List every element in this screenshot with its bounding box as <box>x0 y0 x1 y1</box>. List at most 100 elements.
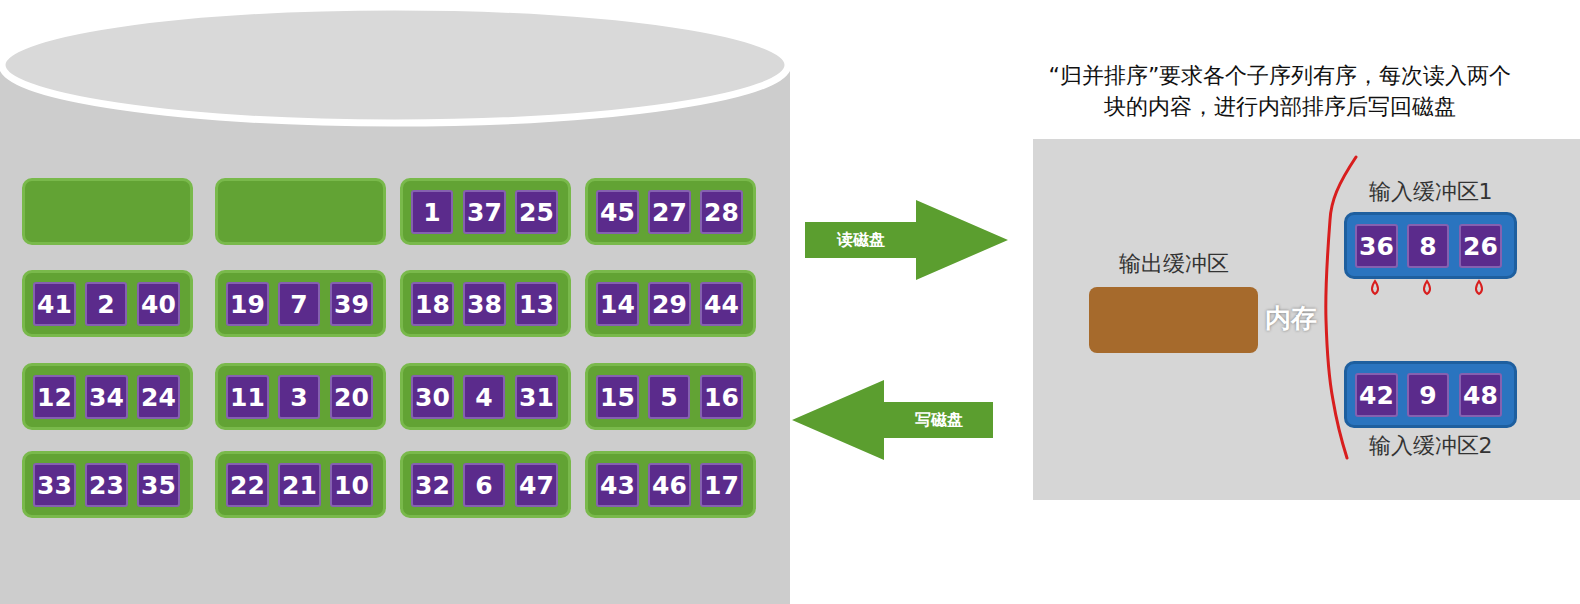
record-cell: 43 <box>596 463 639 507</box>
disk-block: 123424 <box>22 363 193 430</box>
cylinder-body <box>0 65 790 604</box>
number-text: 14 <box>600 292 635 317</box>
record-cell: 26 <box>1459 224 1502 268</box>
record-cell: 40 <box>137 282 180 326</box>
number-text: 5 <box>660 385 677 410</box>
output-buffer: 输出缓冲区 <box>1089 287 1258 353</box>
buffer-label: 输入缓冲区2 <box>1327 433 1534 459</box>
record-cell: 37 <box>463 190 506 234</box>
number-text: 13 <box>519 292 554 317</box>
number-text: 44 <box>704 292 739 317</box>
disk-block: 33 23 35 <box>22 451 193 518</box>
number-text: 28 <box>704 200 739 225</box>
number-text: 15 <box>600 385 635 410</box>
number-text: 18 <box>415 292 450 317</box>
disk-block <box>22 178 193 245</box>
number-text: 48 <box>1463 383 1498 408</box>
number-text: 31 <box>519 385 554 410</box>
number-text: 37 <box>467 200 502 225</box>
record-cell: 38 <box>463 282 506 326</box>
record-cell: 18 <box>411 282 454 326</box>
red-pointer <box>1424 281 1430 294</box>
number-text: 43 <box>600 473 635 498</box>
record-cell: 23 <box>85 463 128 507</box>
disk-block: 15 5 16 <box>585 363 756 430</box>
record-cell: 5 <box>648 375 690 419</box>
number-text: 7 <box>290 292 307 317</box>
disk-block: 11 3 20 <box>215 363 386 430</box>
number-text: 27 <box>652 200 687 225</box>
number-text: 4 <box>475 385 492 410</box>
record-cell: 32 <box>411 463 454 507</box>
number-text: 41 <box>37 292 72 317</box>
number-text: 35 <box>141 473 176 498</box>
number-text: 34 <box>89 385 124 410</box>
number-text: 10 <box>334 473 369 498</box>
disk-cylinder: 1372545272841240197391838131429441234241… <box>0 0 790 604</box>
input-buffer: 输入缓冲区242948 <box>1344 361 1517 428</box>
number-text: 20 <box>334 385 369 410</box>
disk-block: 19 7 39 <box>215 270 386 337</box>
memory-panel: 内存输出缓冲区输入缓冲区136826输入缓冲区242948 <box>1033 139 1580 500</box>
number-text: 33 <box>37 473 72 498</box>
number-text: 26 <box>1463 234 1498 259</box>
red-pointer <box>1372 281 1378 294</box>
record-cell: 22 <box>226 463 269 507</box>
record-cell: 29 <box>648 282 691 326</box>
memory-label: 内存 <box>1265 301 1317 336</box>
record-cell: 41 <box>33 282 76 326</box>
number-text: 45 <box>600 200 635 225</box>
arrow-label: 读磁盘 <box>834 230 888 250</box>
record-cell: 47 <box>515 463 558 507</box>
number-text: 30 <box>415 385 450 410</box>
record-cell: 31 <box>515 375 558 419</box>
number-text: 36 <box>1359 234 1394 259</box>
number-text: 24 <box>141 385 176 410</box>
number-text: 42 <box>1359 383 1394 408</box>
record-cell: 30 <box>411 375 454 419</box>
record-cell: 25 <box>515 190 558 234</box>
note-text: “归并排序”要求各个子序列有序，每次读入两个块的内容，进行内部排序后写回磁盘 <box>1040 60 1520 122</box>
record-cell: 3 <box>278 375 320 419</box>
disk-block: 41 2 40 <box>22 270 193 337</box>
number-text: 6 <box>475 473 492 498</box>
number-text: 11 <box>230 385 265 410</box>
record-cell: 45 <box>596 190 639 234</box>
number-text: 32 <box>415 473 450 498</box>
record-cell: 28 <box>700 190 743 234</box>
number-text: 2 <box>97 292 114 317</box>
record-cell: 20 <box>330 375 373 419</box>
number-text: 1 <box>423 200 440 225</box>
record-cell: 48 <box>1459 373 1502 417</box>
disk-block: 1 37 25 <box>400 178 571 245</box>
number-text: 16 <box>704 385 739 410</box>
record-cell: 24 <box>137 375 180 419</box>
number-text: 40 <box>141 292 176 317</box>
number-text: 38 <box>467 292 502 317</box>
record-cell: 21 <box>278 463 321 507</box>
record-cell: 13 <box>515 282 558 326</box>
disk-block <box>215 178 386 245</box>
record-cell: 46 <box>648 463 691 507</box>
record-cell: 44 <box>700 282 743 326</box>
number-text: 23 <box>89 473 124 498</box>
record-cell: 16 <box>700 375 743 419</box>
number-text: 19 <box>230 292 265 317</box>
record-cell: 35 <box>137 463 180 507</box>
record-cell: 11 <box>226 375 269 419</box>
record-cell: 39 <box>330 282 373 326</box>
arrow-label: 写磁盘 <box>912 410 966 430</box>
number-text: 8 <box>1419 234 1436 259</box>
input-buffer: 输入缓冲区136826 <box>1344 212 1517 279</box>
block-arrow <box>792 380 993 460</box>
number-text: 22 <box>230 473 265 498</box>
number-text: 29 <box>652 292 687 317</box>
record-cell: 7 <box>278 282 320 326</box>
record-cell: 34 <box>85 375 128 419</box>
number-text: 25 <box>519 200 554 225</box>
number-text: 17 <box>704 473 739 498</box>
record-cell: 14 <box>596 282 639 326</box>
record-cell: 36 <box>1355 224 1398 268</box>
record-cell: 10 <box>330 463 373 507</box>
record-cell: 4 <box>463 375 505 419</box>
